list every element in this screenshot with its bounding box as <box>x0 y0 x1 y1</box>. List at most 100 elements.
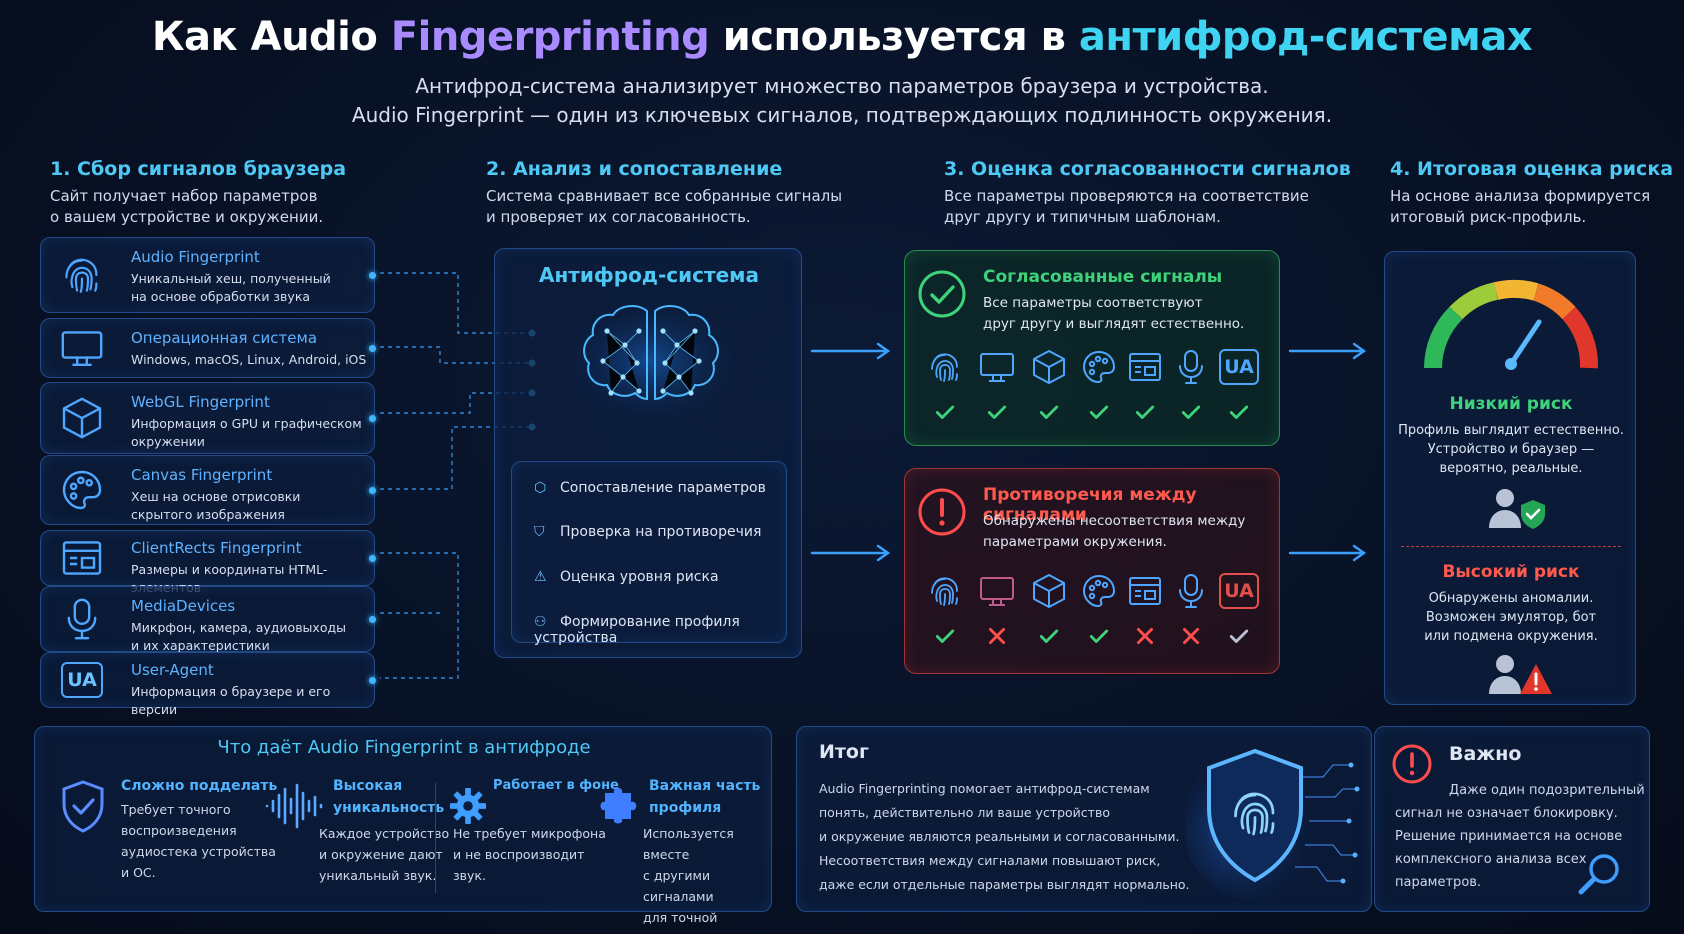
important-panel: Важно Даже один подозрительный сигнал не… <box>1374 726 1650 912</box>
high-risk-desc: Обнаружены аномалии. Возможен эмулятор, … <box>1424 591 1598 644</box>
check-icon <box>1228 625 1250 647</box>
palette-icon <box>1079 347 1119 387</box>
antifraud-panel: Антифрод-система ⬡Сопоставление параметр… <box>494 248 802 658</box>
check-icon <box>1038 625 1060 647</box>
shield-check-icon <box>62 780 104 833</box>
alert-circle-icon <box>918 488 966 536</box>
check-circle-icon <box>918 270 966 318</box>
process-item-profile: ⚇Формирование профиля устройства <box>534 614 740 646</box>
signal-name: Операционная система <box>131 329 318 347</box>
benefit-divider <box>435 783 436 893</box>
process-item-match: ⬡Сопоставление параметров <box>534 480 766 496</box>
warning-icon: ⚠ <box>534 569 547 585</box>
microphone-icon <box>1171 347 1211 387</box>
microphone-icon <box>1171 571 1211 611</box>
ua-icon: UA <box>1219 349 1259 385</box>
connector-dot <box>369 616 376 623</box>
summary-text: Audio Fingerprinting помогает антифрод-с… <box>819 781 1190 892</box>
check-icon <box>1180 401 1202 423</box>
user-warning-icon <box>1489 655 1552 694</box>
check-icon <box>986 401 1008 423</box>
signal-name: Audio Fingerprint <box>131 248 260 266</box>
cross-icon <box>986 625 1008 647</box>
connector-dot <box>369 345 376 352</box>
connector-dot <box>369 555 376 562</box>
alert-circle-icon <box>1392 744 1432 784</box>
consistent-signals-box: Согласованные сигналы Все параметры соот… <box>904 250 1280 446</box>
step1-title: 1. Сбор сигналов браузера <box>50 158 347 180</box>
cube-icon <box>1029 571 1069 611</box>
ua-icon: UA <box>1219 573 1259 609</box>
contradictions-desc: Обнаружены несоответствия между параметр… <box>983 513 1246 550</box>
low-risk-desc: Профиль выглядит естественно. Устройство… <box>1398 423 1624 476</box>
signal-name: User-Agent <box>131 661 214 679</box>
benefits-panel: Что даёт Audio Fingerprint в антифроде С… <box>34 726 772 934</box>
connector-dot <box>369 677 376 684</box>
check-icon <box>1088 625 1110 647</box>
connector-dot <box>369 487 376 494</box>
fingerprint-shield-icon <box>1185 748 1360 901</box>
waveform-icon <box>265 783 323 829</box>
check-icon <box>1088 401 1110 423</box>
benefit-4-title: Важная часть профиля <box>649 778 761 816</box>
risk-divider <box>1401 546 1621 547</box>
gear-icon <box>449 787 487 825</box>
signal-name: WebGL Fingerprint <box>131 393 270 411</box>
signal-name: MediaDevices <box>131 597 236 615</box>
step2-desc: Система сравнивает все собранные сигналы… <box>486 187 843 226</box>
summary-panel: Итог Audio Fingerprinting помогает антиф… <box>796 726 1372 912</box>
magnifier-icon <box>1578 854 1619 895</box>
check-icon <box>1134 401 1156 423</box>
cube-icon <box>1029 347 1069 387</box>
layout-icon <box>1125 571 1165 611</box>
fingerprint-icon <box>925 347 965 387</box>
risk-panel: Низкий риск Профиль выглядит естественно… <box>1384 251 1636 705</box>
important-text: Даже один подозрительный сигнал не означ… <box>1395 783 1645 890</box>
signal-desc: Информация о браузере и его версии <box>131 684 331 717</box>
step1-desc: Сайт получает набор параметров о вашем у… <box>50 187 324 226</box>
antifraud-panel-title: Антифрод-система <box>539 263 759 287</box>
process-item-contradictions: ⛉Проверка на противоречия <box>534 524 762 540</box>
check-icon <box>1228 401 1250 423</box>
page-title: Как Audio Fingerprinting используется в … <box>151 14 1533 60</box>
step4-desc: На основе анализа формируется итоговый р… <box>1390 187 1651 226</box>
puzzle-icon <box>600 787 637 824</box>
connector-dot <box>369 415 376 422</box>
monitor-icon <box>977 571 1017 611</box>
check-icon <box>934 625 956 647</box>
contradictions-icon-row: UA <box>905 573 1281 669</box>
contradictions-box: Противоречия между сигналами Обнаружены … <box>904 468 1280 674</box>
ua-icon: UA <box>61 662 103 698</box>
signal-desc: Windows, macOS, Linux, Android, iOS <box>131 352 367 367</box>
cross-icon <box>1180 625 1202 647</box>
user-icon: ⚇ <box>534 614 547 630</box>
process-item-risk: ⚠Оценка уровня риска <box>534 569 719 585</box>
benefits-title: Что даёт Audio Fingerprint в антифроде <box>217 737 591 758</box>
contradictions-title: Противоречия между сигналами <box>983 485 1197 525</box>
shield-icon: ⛉ <box>534 524 545 540</box>
brain-icon <box>567 301 735 421</box>
benefit-2-title: Высокая уникальность <box>333 778 445 816</box>
consistent-desc: Все параметры соответствуют друг другу и… <box>983 295 1245 332</box>
high-risk-title: Высокий риск <box>1442 562 1580 582</box>
cube-icon: ⬡ <box>534 480 547 496</box>
cross-icon <box>1134 625 1156 647</box>
palette-icon <box>1079 571 1119 611</box>
signal-name: ClientRects Fingerprint <box>131 539 302 557</box>
summary-title: Итог <box>819 741 869 763</box>
step4-title: 4. Итоговая оценка риска <box>1390 158 1674 180</box>
check-icon <box>1038 401 1060 423</box>
risk-gauge-icon <box>1424 279 1599 370</box>
monitor-icon <box>977 347 1017 387</box>
